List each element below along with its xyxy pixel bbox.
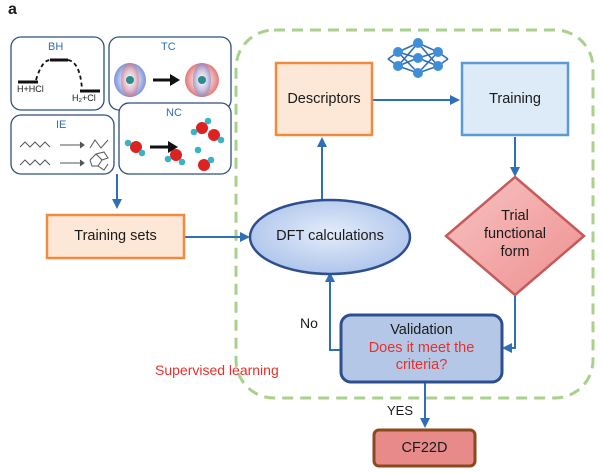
- dft-calculations-label: DFT calculations: [276, 228, 384, 244]
- bh-title: BH: [48, 41, 64, 53]
- panel-letter: a: [8, 1, 17, 18]
- tc-title: TC: [161, 41, 176, 53]
- neural-network-icon: [387, 38, 449, 78]
- tc-density-icon: [114, 63, 219, 97]
- ie-conformers-icon: [19, 139, 109, 171]
- validation-question-line1: Does it meet the: [368, 340, 475, 356]
- trial-label-line2: functional: [483, 226, 547, 242]
- bh-right-label: H₂+Cl: [72, 93, 96, 103]
- training-sets-box: [45, 213, 186, 260]
- nc-title: NC: [166, 107, 182, 119]
- cf22d-box: [372, 428, 477, 468]
- trial-label-line3: form: [500, 244, 530, 260]
- nc-panel: [118, 102, 232, 175]
- validation-box: [339, 313, 504, 384]
- supervised-learning-region: [234, 28, 595, 400]
- edge-label-yes: YES: [387, 403, 414, 418]
- dft-calculations-ellipse: [248, 198, 412, 276]
- arrow-trial-to-validation: [502, 292, 516, 353]
- cf22d-label: CF22D: [401, 440, 448, 456]
- flow-arrows: [112, 95, 520, 428]
- ie-title: IE: [56, 119, 67, 131]
- nc-molecules-icon: [124, 117, 225, 171]
- training-sets-label: Training sets: [74, 228, 157, 244]
- supervised-learning-label: Supervised learning: [155, 362, 279, 378]
- validation-title: Validation: [390, 322, 453, 338]
- training-label: Training: [489, 91, 541, 107]
- trial-label-line1: Trial: [501, 208, 529, 224]
- bh-reaction-profile-icon: [18, 58, 100, 93]
- training-box: [460, 61, 570, 137]
- arrow-validation-to-dft-no: [325, 272, 340, 351]
- descriptors-label: Descriptors: [287, 91, 361, 107]
- trial-functional-form-diamond: [444, 175, 586, 297]
- descriptors-box: [274, 61, 374, 137]
- edge-label-no: No: [300, 315, 318, 331]
- bh-left-label: H+HCl: [17, 84, 44, 94]
- validation-question-line2: criteria?: [395, 357, 448, 373]
